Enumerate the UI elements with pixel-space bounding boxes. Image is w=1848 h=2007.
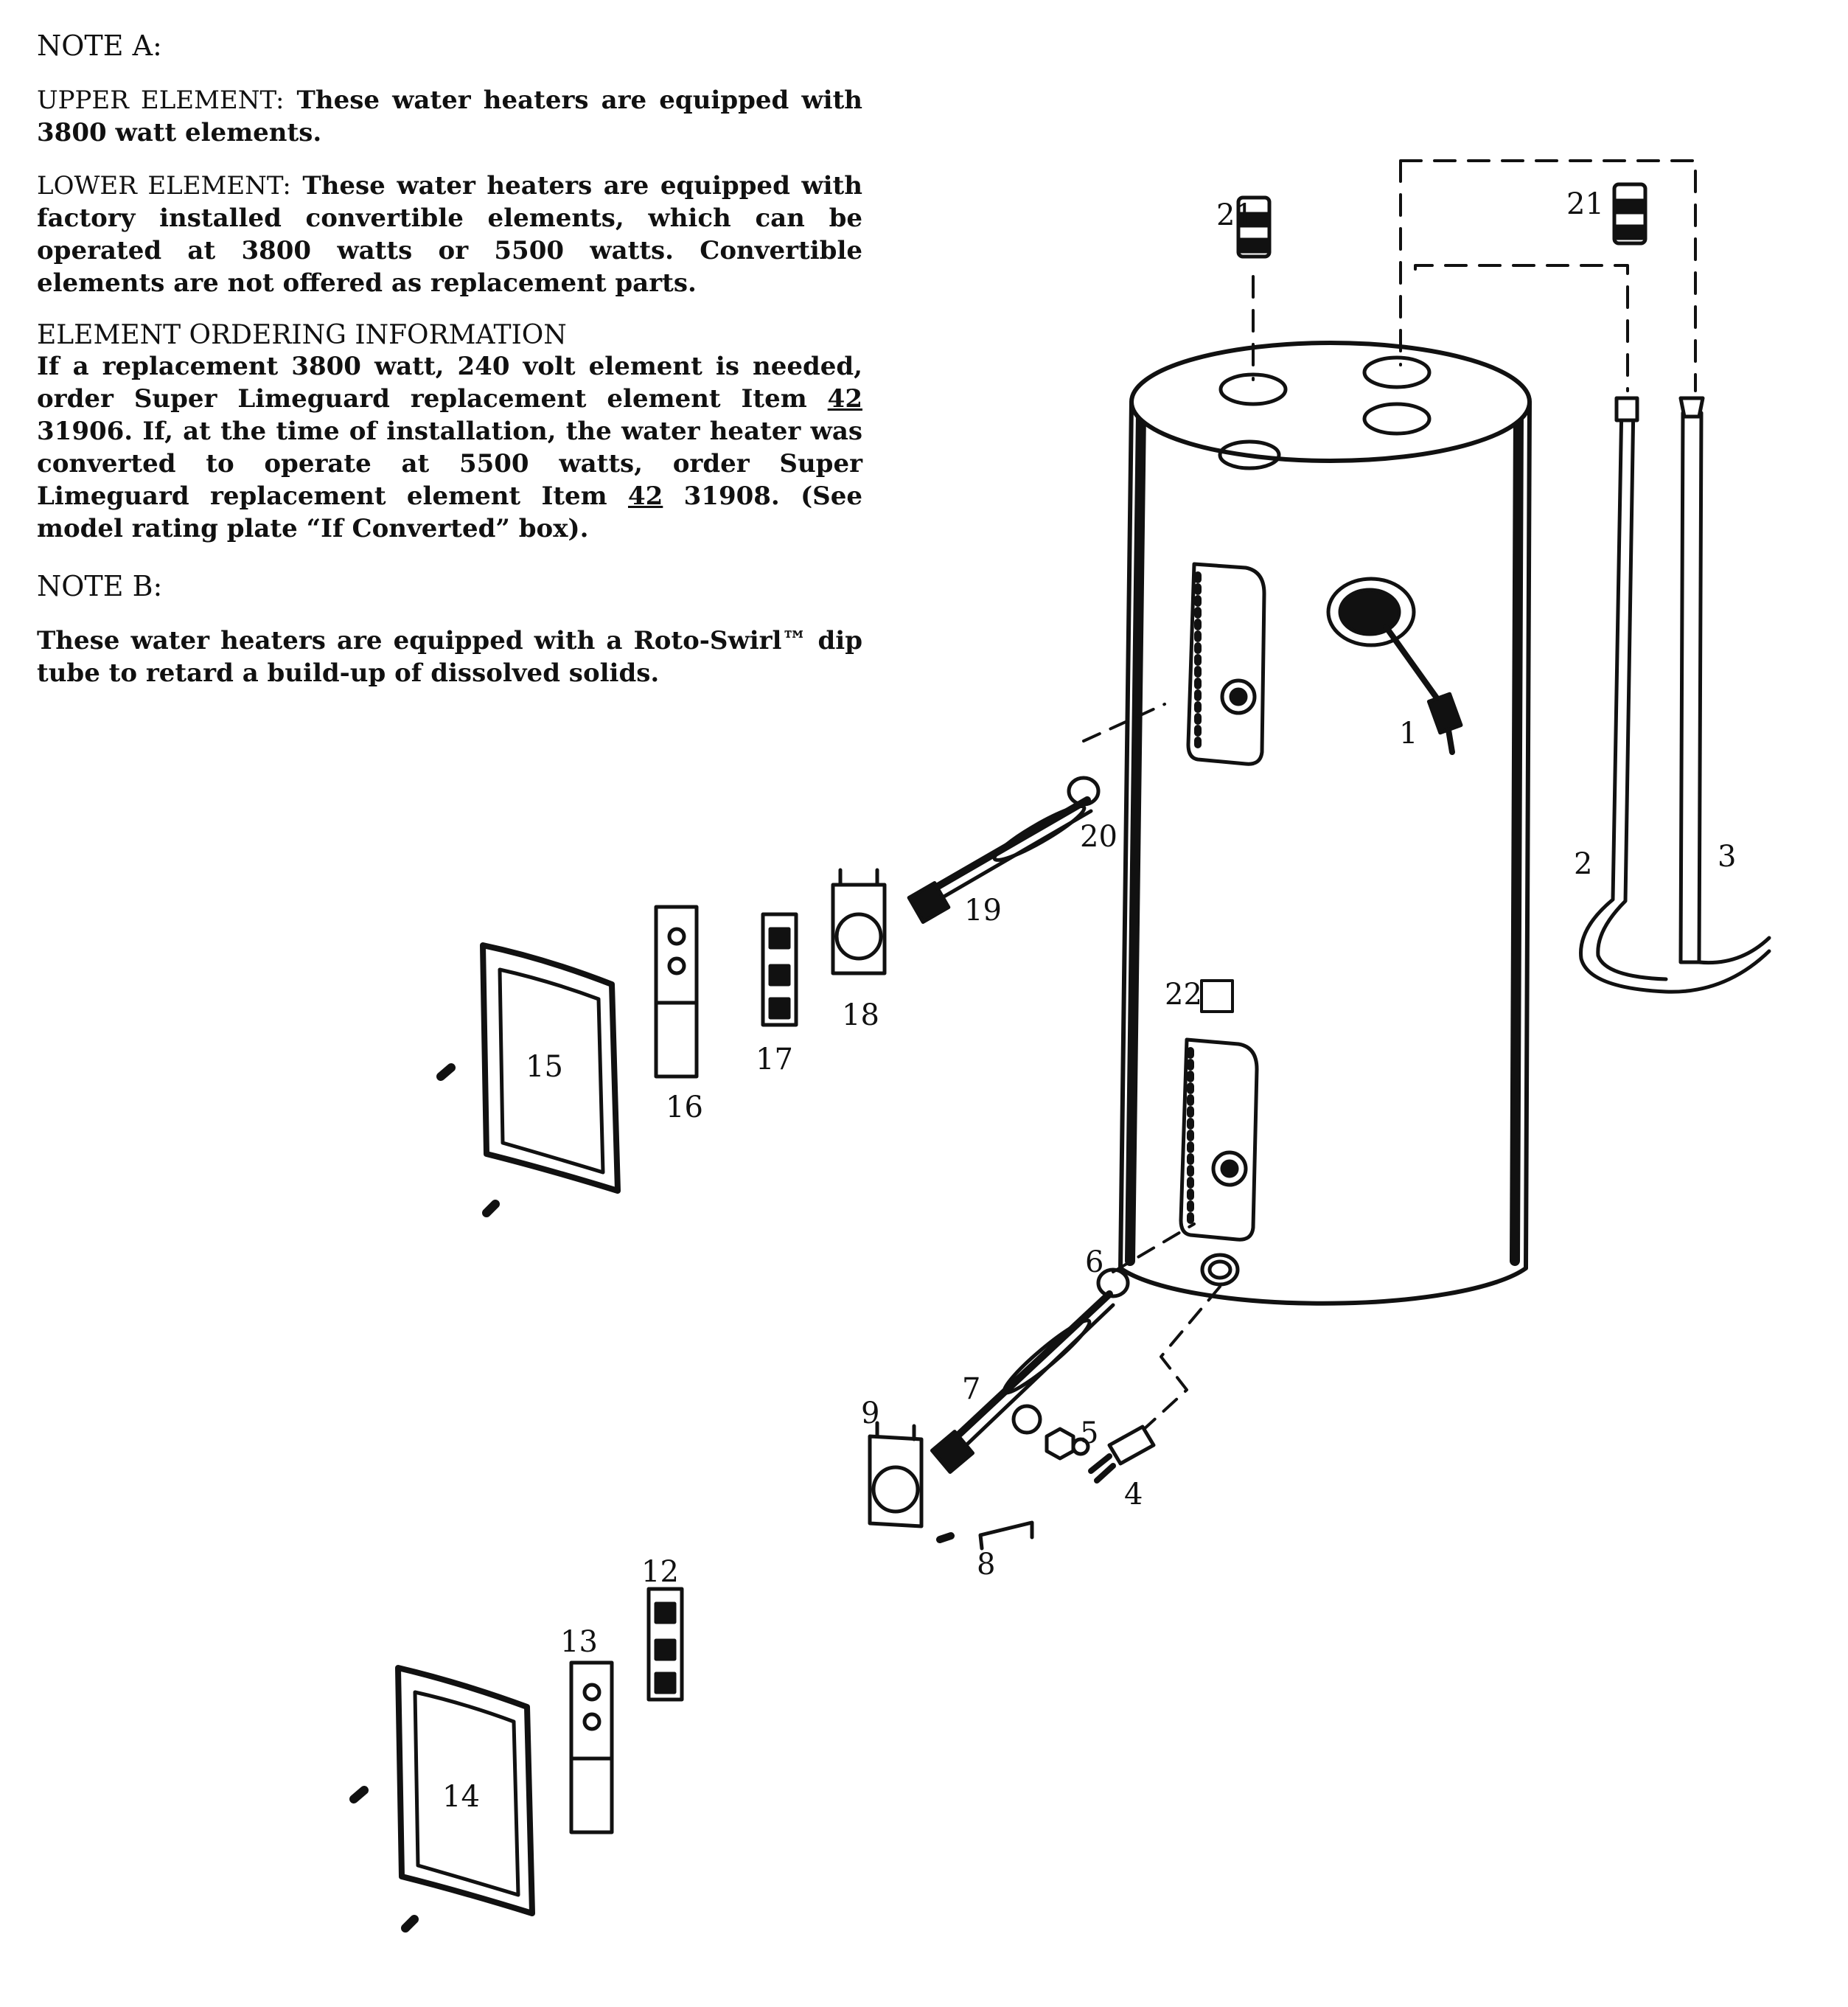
part-19-upper-element (907, 796, 1093, 924)
part-21-nipple-left (1236, 195, 1272, 259)
water-heater-tank (1118, 341, 1532, 1306)
upper-element-note: UPPER ELEMENT: These water heaters are e… (37, 84, 862, 149)
label-13: 13 (560, 1625, 598, 1659)
part-5-nut (1011, 1404, 1090, 1461)
label-3: 3 (1718, 840, 1736, 874)
part-16-insulation (654, 905, 699, 1079)
assembly-lines-top (1252, 159, 1697, 392)
part-13-insulation (569, 1660, 614, 1834)
label-16: 16 (666, 1091, 703, 1124)
label-15: 15 (526, 1050, 563, 1084)
part-2-dip-tube (1579, 396, 1771, 994)
label-7: 7 (962, 1372, 980, 1406)
part-6-gasket (1096, 1267, 1130, 1298)
part-7-lower-element (930, 1290, 1115, 1474)
ordering-text-1: If a replacement 3800 watt, 240 volt ele… (37, 352, 862, 414)
part-21-nipple-right (1612, 182, 1647, 246)
label-14: 14 (442, 1780, 480, 1814)
part-8-bracket (936, 1520, 1034, 1551)
label-17: 17 (756, 1043, 793, 1076)
part-14-lower-cover (349, 1665, 535, 1933)
label-21-right: 21 (1566, 187, 1604, 221)
item-prefix-2: 42 (627, 481, 663, 511)
note-b-text: These water heaters are equipped with a … (37, 626, 862, 688)
item-number-1: 31906. (37, 417, 133, 446)
part-3-dip-tube (1678, 396, 1771, 965)
label-2: 2 (1574, 847, 1592, 881)
label-12: 12 (641, 1555, 679, 1589)
label-22: 22 (1165, 978, 1202, 1012)
upper-element-lead: UPPER ELEMENT: (37, 86, 285, 115)
part-9-bracket (868, 1421, 924, 1528)
label-9: 9 (861, 1396, 879, 1430)
item-prefix-1: 42 (827, 384, 862, 414)
label-5: 5 (1080, 1416, 1098, 1450)
label-19: 19 (964, 894, 1002, 928)
part-4-drain-valve (1088, 1285, 1221, 1483)
assembly-line-lower-element (1112, 1222, 1196, 1273)
ordering-heading: ELEMENT ORDERING INFORMATION (37, 320, 567, 350)
item-number-2: 31908. (683, 481, 780, 511)
label-8: 8 (977, 1548, 995, 1582)
lower-element-note: LOWER ELEMENT: These water heaters are e… (37, 170, 862, 299)
note-b-heading: NOTE B: (37, 570, 163, 602)
lower-element-text: These water heaters are equipped with fa… (37, 171, 862, 298)
label-20: 20 (1080, 820, 1117, 854)
part-17-thermostat (761, 912, 798, 1027)
ordering-text-2: If, at the time of installation, the wat… (37, 417, 862, 511)
upper-element-text: These water heaters are equipped with 38… (37, 86, 862, 147)
label-18: 18 (842, 998, 879, 1032)
ordering-text-3: (See model rating plate “If Converted” b… (37, 481, 862, 543)
part-15-upper-cover (436, 942, 621, 1217)
part-1-probe (1383, 624, 1463, 755)
lower-element-lead: LOWER ELEMENT: (37, 171, 291, 201)
label-6: 6 (1085, 1245, 1103, 1279)
assembly-line-upper-element (1082, 703, 1166, 742)
label-1: 1 (1399, 717, 1418, 751)
label-4: 4 (1124, 1478, 1143, 1512)
ordering-note: If a replacement 3800 watt, 240 volt ele… (37, 350, 862, 545)
part-labels: 21 21 1 2 3 20 19 18 17 16 15 22 6 7 5 4… (442, 187, 1736, 1814)
part-18-bracket (831, 868, 887, 975)
notes-block: NOTE A: UPPER ELEMENT: These water heate… (37, 29, 862, 710)
note-a-heading: NOTE A: (37, 29, 162, 62)
part-12-thermostat (646, 1587, 684, 1702)
label-21-left: 21 (1216, 198, 1254, 232)
